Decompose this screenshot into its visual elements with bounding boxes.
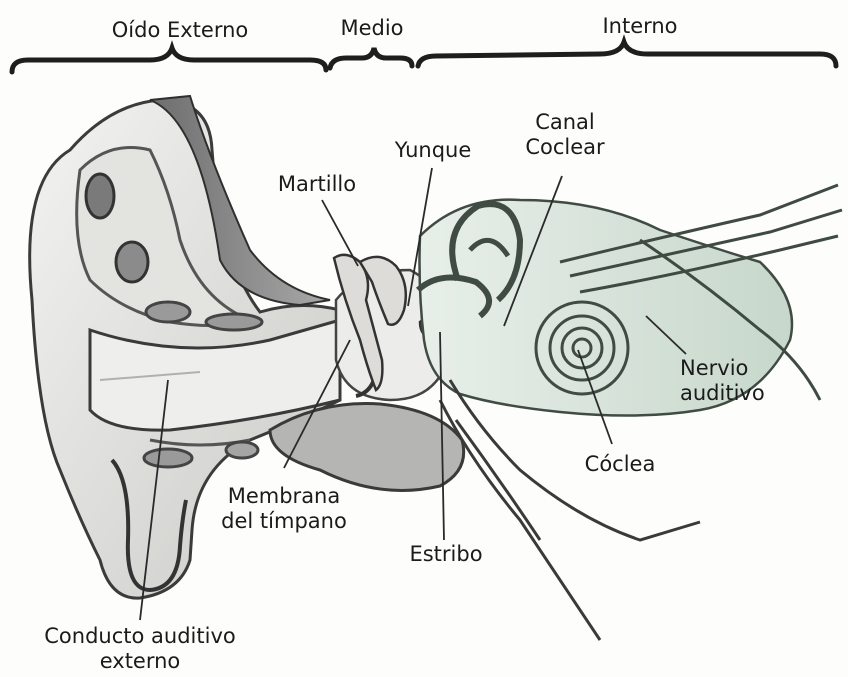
label-canal-line2: Coclear: [510, 135, 620, 160]
section-label-outer: Oído Externo: [90, 18, 270, 43]
label-yunque: Yunque: [378, 138, 488, 163]
section-braces: [12, 42, 836, 72]
section-label-inner: Interno: [580, 14, 700, 39]
label-membrana-timpano: Membrana del tímpano: [204, 484, 364, 534]
label-estribo: Estribo: [396, 542, 496, 567]
brace-middle: [330, 48, 412, 68]
label-membrana-line2: del tímpano: [204, 509, 364, 534]
label-coclea: Cóclea: [570, 452, 670, 477]
lower-mass: [270, 404, 464, 491]
section-label-middle: Medio: [322, 16, 422, 41]
label-conducto-line2: externo: [20, 649, 260, 674]
inner-ear: [418, 185, 842, 640]
label-nervio-line1: Nervio: [680, 356, 800, 381]
label-canal-line1: Canal: [510, 110, 620, 135]
brace-inner: [418, 42, 836, 66]
brace-outer: [12, 48, 326, 72]
label-conducto-auditivo: Conducto auditivo externo: [20, 624, 260, 674]
label-nervio-line2: auditivo: [680, 381, 800, 406]
label-nervio-auditivo: Nervio auditivo: [680, 356, 800, 406]
label-martillo: Martillo: [262, 172, 372, 197]
label-membrana-line1: Membrana: [204, 484, 364, 509]
label-conducto-line1: Conducto auditivo: [20, 624, 260, 649]
label-canal-coclear: Canal Coclear: [510, 110, 620, 160]
